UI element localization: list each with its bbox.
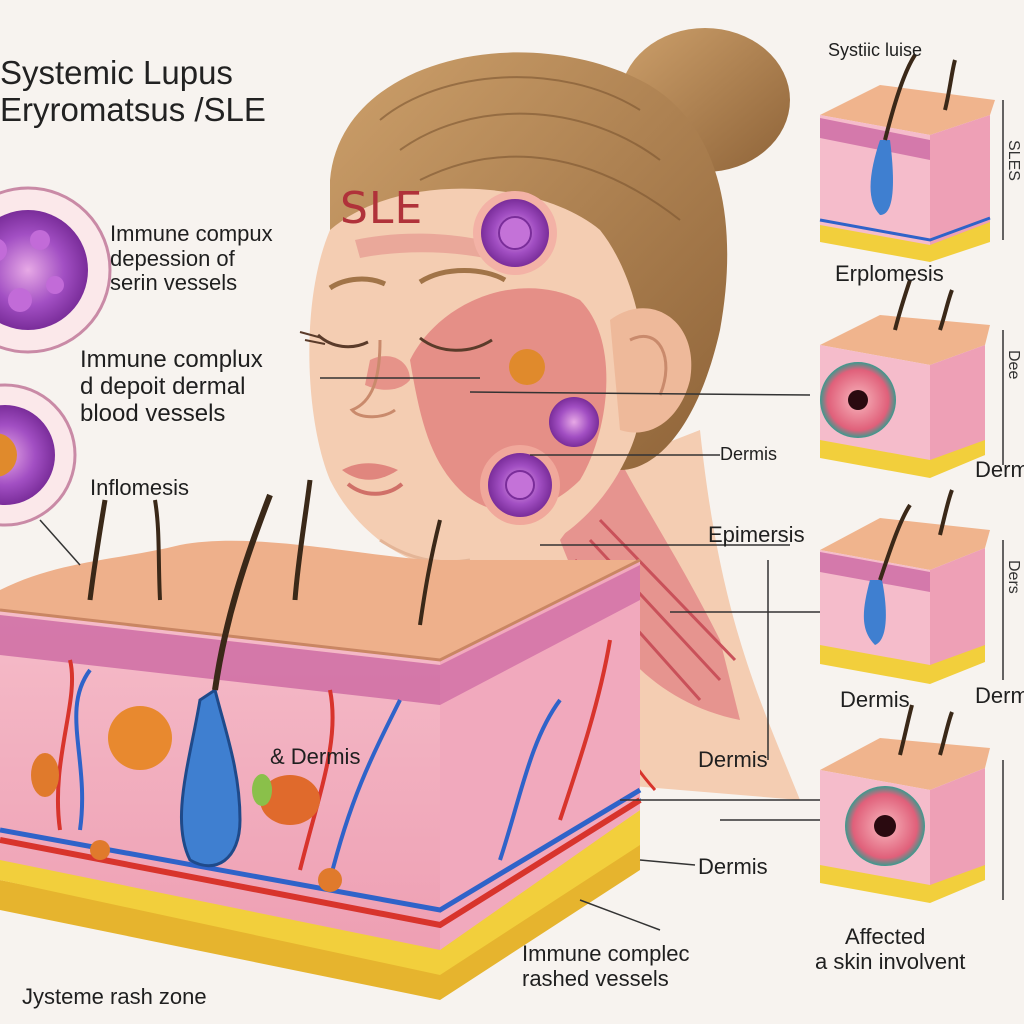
vertical-label-3: Ders: [1005, 560, 1022, 594]
skin-block-1: [819, 53, 1004, 262]
magnified-cell-bottom: [0, 383, 77, 527]
face: [299, 188, 692, 571]
label-dermis-face: Dermis: [720, 444, 777, 464]
skin-block-3: [820, 489, 1004, 684]
forehead-cell: [473, 191, 557, 275]
label-dermis-main: & Dermis: [270, 744, 361, 769]
main-skin-block: [0, 479, 642, 1000]
label-immune-complex-3: Immune complec rashed vessels: [522, 941, 690, 991]
label-systemic: Systiic luise: [828, 40, 923, 60]
cheek-cell-orange: [509, 349, 545, 385]
magnified-cell-top: [0, 186, 112, 354]
title-line-1: Systemic Lupus: [0, 54, 233, 91]
label-dermis-2: Dermis: [840, 687, 910, 712]
label-epidermis-1: Erplomesis: [835, 261, 944, 286]
label-immune-complex-1: Immune compux depession of serin vessels: [110, 221, 273, 296]
label-inflammation: Inflomesis: [90, 475, 190, 500]
cheek-cell-large: [480, 445, 560, 525]
label-affected: Affected a skin involvent: [815, 924, 966, 974]
vertical-label-1: SLES: [1005, 140, 1022, 181]
label-dermis-5: Dermis: [698, 854, 768, 879]
label-dermis-4: Dermis: [698, 747, 768, 772]
label-rash-zone: Jysteme rash zone: [22, 984, 207, 1009]
label-immune-complex-2: Immune complux d depoit dermal blood ves…: [80, 346, 263, 427]
cheek-cell-small: [549, 397, 599, 447]
label-dermis-side-1: Derms: [975, 457, 1024, 482]
page-title: Systemic Lupus Eryromatsus /SLE: [0, 54, 266, 129]
label-epidermis-2: Epimersis: [708, 522, 805, 547]
vertical-label-2: Dee: [1005, 350, 1022, 380]
skin-block-2: [820, 279, 1004, 478]
leader-lines: [39, 377, 820, 931]
label-dermis-3: Derm: [975, 683, 1024, 708]
face-sle-label: SLE: [340, 183, 424, 234]
title-line-2: Eryromatsus /SLE: [0, 90, 266, 128]
skin-block-4: [820, 704, 1004, 903]
